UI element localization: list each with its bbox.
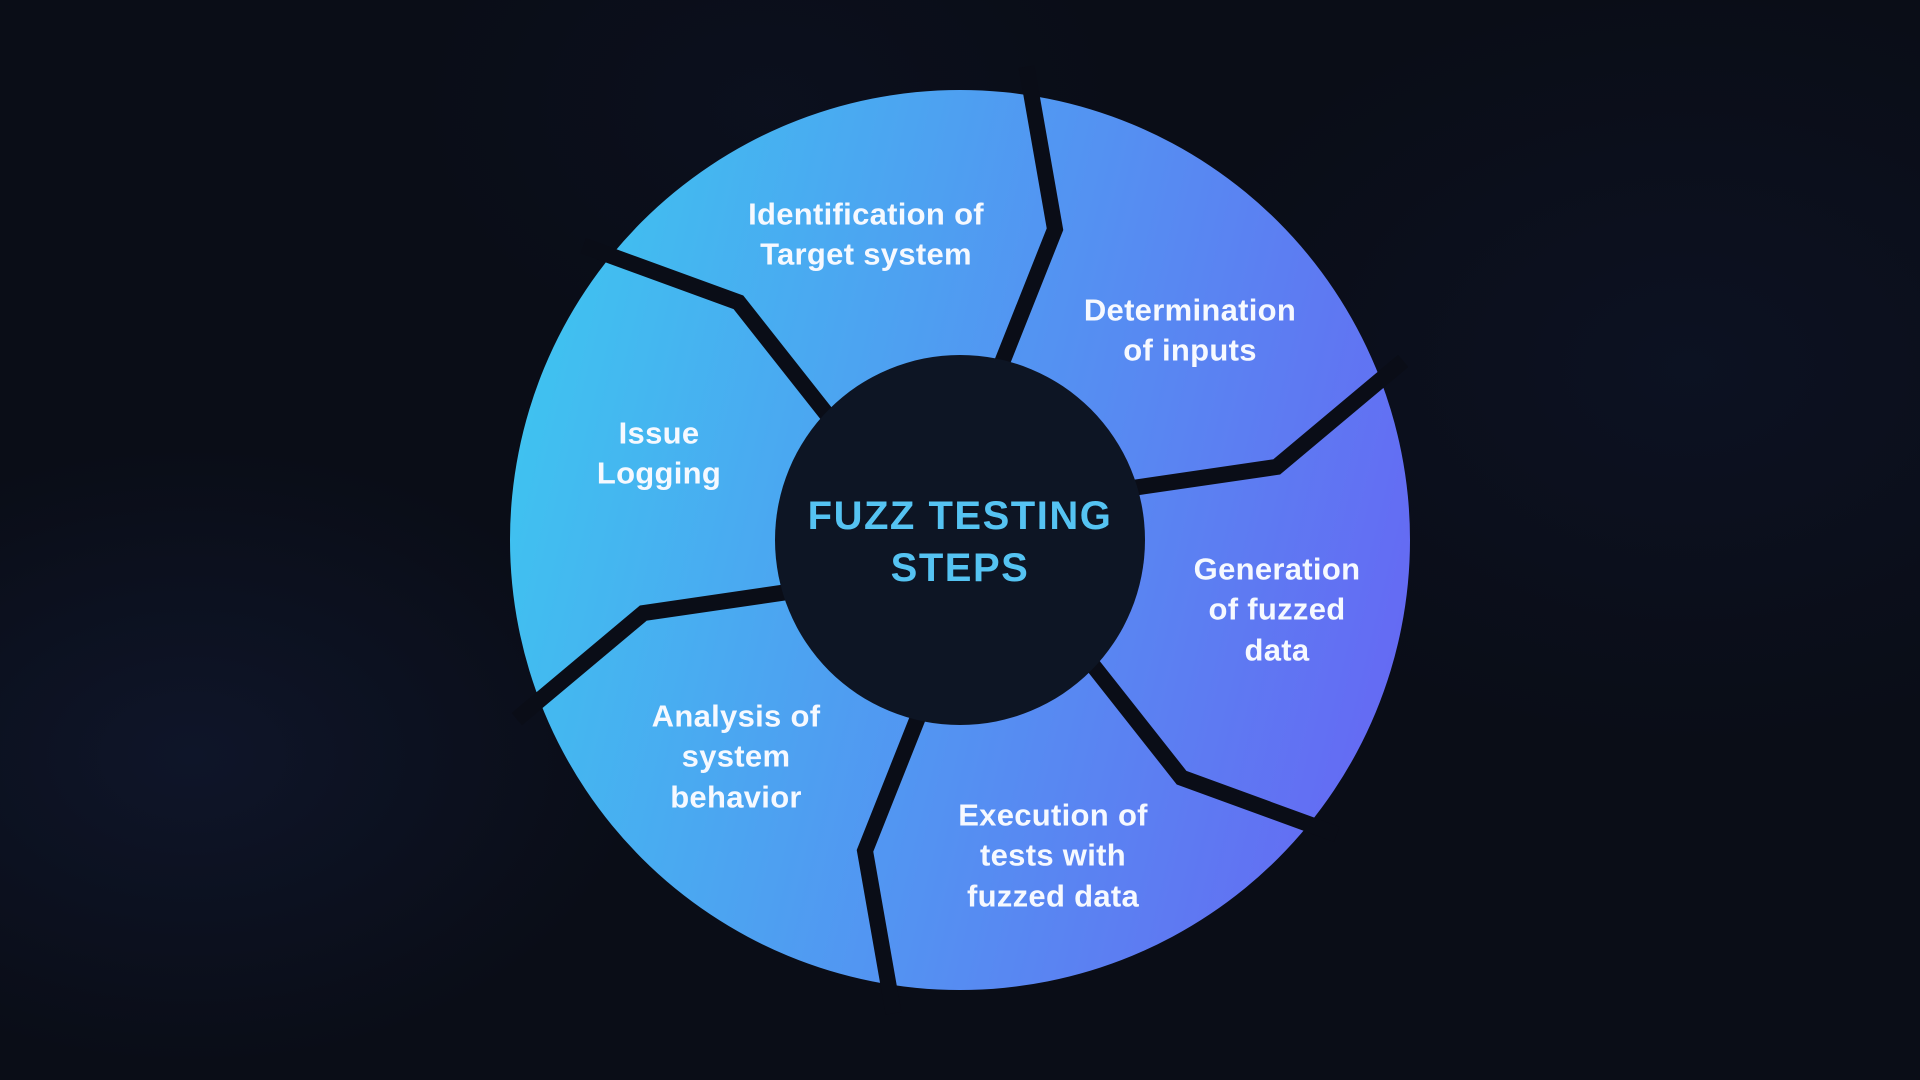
diagram-title: FUZZ TESTING STEPS [807,494,1113,590]
segment-divider [511,580,811,726]
wheel-ring [510,90,1410,990]
step-label-determination: Determination of inputs [1083,292,1297,368]
segment-divider [1071,640,1340,842]
step-label-issue-logging: Issue Logging [596,415,722,491]
segment-divider [580,238,849,440]
center-circle [775,355,1145,725]
step-label-identification: Identification of Target system [748,196,984,272]
segment-divider [985,65,1064,389]
segment-divider [1109,354,1409,500]
segment-dividers [511,65,1409,1015]
step-label-analysis: Analysis of system behavior [651,698,821,815]
step-label-execution: Execution of tests with fuzzed data [958,797,1148,914]
segment-divider [856,691,935,1015]
step-label-generation: Generation of fuzzed data [1193,551,1361,668]
